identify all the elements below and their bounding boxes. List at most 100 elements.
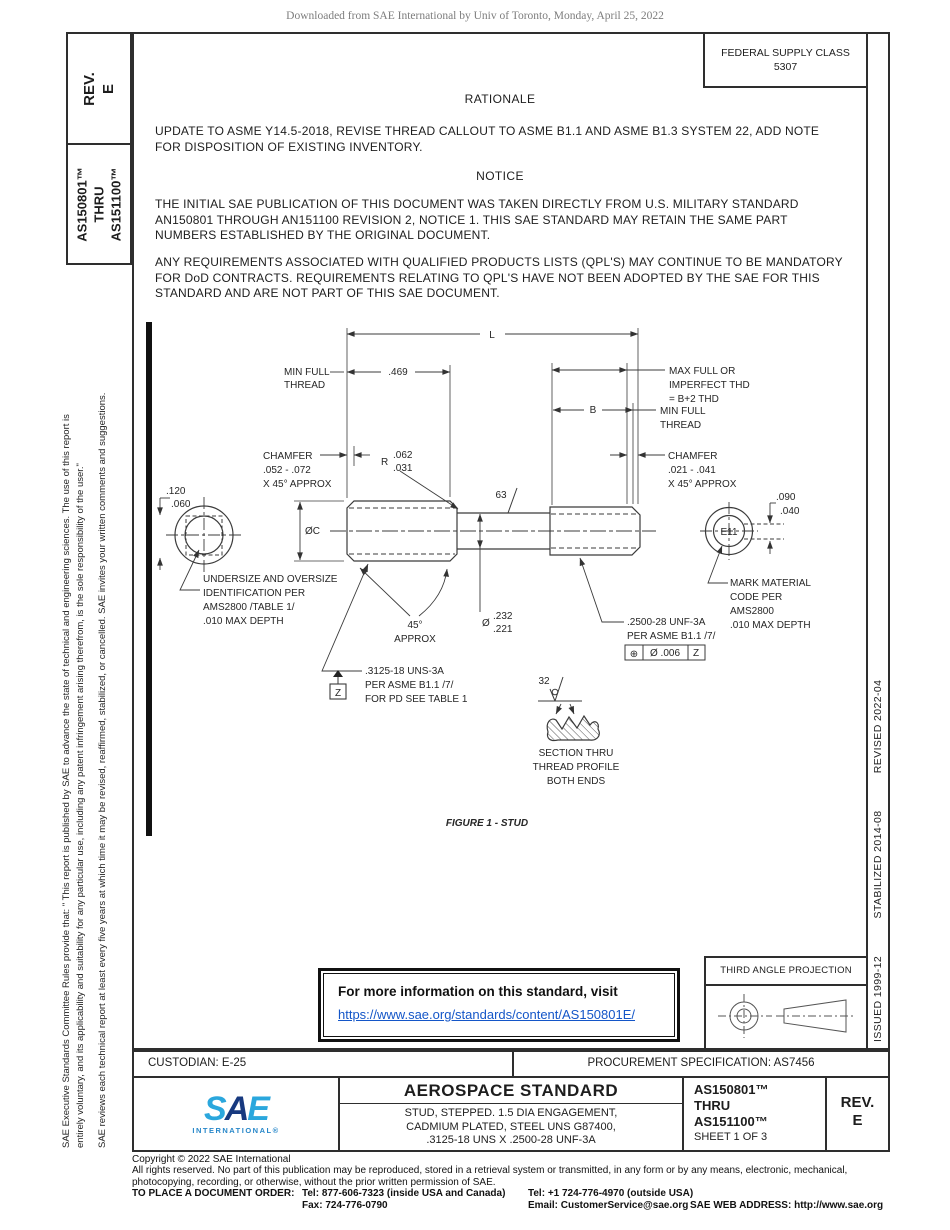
web-address-line: SAE WEB ADDRESS: http://www.sae.org — [690, 1200, 884, 1211]
title-block: SAE INTERNATIONAL® AEROSPACE STANDARD ST… — [132, 1076, 890, 1152]
info-box-text: For more information on this standard, v… — [338, 984, 618, 999]
left-disclaimer-text: SAE Executive Standards Committee Rules … — [61, 414, 86, 1148]
notice-para-2: ANY REQUIREMENTS ASSOCIATED WITH QUALIFI… — [155, 255, 843, 300]
rev-cell: REV. E — [825, 1078, 888, 1150]
radius-val-1: .062 — [393, 450, 413, 461]
sae-logo-cell: SAE INTERNATIONAL® — [134, 1078, 338, 1150]
thread-left-2: PER ASME B1.1 /7/ — [365, 680, 454, 691]
mark-code-4: .010 MAX DEPTH — [730, 620, 811, 631]
rev-label: REV. — [80, 71, 98, 106]
dim-L: L — [489, 330, 495, 341]
fcf-symbol: ⊕ — [630, 649, 638, 660]
min-full-right-2: THREAD — [660, 420, 701, 431]
revision-change-bar — [146, 322, 152, 836]
min-full-left-1: MIN FULL — [284, 367, 330, 378]
right-sidebar-frame — [866, 32, 890, 1050]
thread-right-1: .2500-28 UNF-3A — [627, 617, 706, 628]
standard-subtitle-3: .3125-18 UNS X .2500-28 UNF-3A — [426, 1134, 596, 1146]
sae-logo-letter-a: A — [224, 1090, 250, 1128]
federal-supply-class-box: FEDERAL SUPPLY CLASS 5307 — [703, 32, 868, 88]
thread-right-2: PER ASME B1.1 /7/ — [627, 631, 716, 642]
thread-profile-section — [546, 714, 600, 742]
tel-inside: Tel: 877-606-7323 (inside USA and Canada… — [302, 1188, 506, 1199]
angle-45-2: APPROX — [394, 634, 436, 645]
material-code-e11: E11 — [720, 527, 737, 538]
dim-040: .040 — [780, 506, 800, 517]
sae-logo-letter-s: S — [204, 1090, 227, 1128]
undersize-3: AMS2800 /TABLE 1/ — [203, 602, 295, 613]
chamfer-left-3: X 45° APPROX — [263, 479, 332, 490]
finish-63: 63 — [495, 490, 507, 501]
sae-logo-sub: INTERNATIONAL® — [192, 1126, 280, 1135]
standard-link[interactable]: https://www.sae.org/standards/content/AS… — [338, 1007, 636, 1022]
max-full-2: IMPERFECT THD — [669, 380, 750, 391]
dia-C: ØC — [305, 526, 320, 537]
left-review-note-text: SAE reviews each technical report at lea… — [97, 392, 108, 1148]
undersize-2: IDENTIFICATION PER — [203, 588, 305, 599]
sae-logo-letter-e: E — [247, 1090, 270, 1128]
rights-line: All rights reserved. No part of this pub… — [132, 1165, 848, 1188]
download-watermark: Downloaded from SAE International by Uni… — [286, 10, 664, 22]
chamfer-right-1: CHAMFER — [668, 451, 717, 462]
rev-box: REV. E — [66, 32, 132, 145]
doc-number-1: AS150801™ — [74, 166, 90, 242]
doc-number-thru: THRU — [91, 185, 107, 223]
mark-code-3: AMS2800 — [730, 606, 774, 617]
procurement-cell: PROCUREMENT SPECIFICATION: AS7456 — [512, 1052, 888, 1076]
chamfer-left-2: .052 - .072 — [263, 465, 311, 476]
standard-subtitle-2: CADMIUM PLATED, STEEL UNS G87400, — [406, 1120, 616, 1133]
chamfer-right-3: X 45° APPROX — [668, 479, 737, 490]
radius-r: R — [381, 457, 388, 468]
right-status-text: ISSUED 1999-12 STABILIZED 2014-08 REVISE… — [872, 680, 884, 1042]
stud-engineering-drawing: L .469 MIN FULL THREAD MAX FULL OR IMPER… — [146, 322, 811, 836]
email-line: Email: CustomerService@sae.org — [528, 1200, 689, 1211]
main-content-frame — [132, 32, 868, 1050]
thread-left-3: FOR PD SEE TABLE 1 — [365, 694, 468, 705]
issued-date: ISSUED 1999-12 — [872, 955, 884, 1042]
sae-logo: SAE — [204, 1090, 270, 1128]
mark-code-1: MARK MATERIAL — [730, 578, 811, 589]
chamfer-right-2: .021 - .041 — [668, 465, 716, 476]
tel-outside: Tel: +1 724-776-4970 (outside USA) — [528, 1188, 694, 1199]
min-full-right-1: MIN FULL — [660, 406, 706, 417]
finish-32: 32 — [538, 676, 550, 687]
federal-supply-class-value: 5307 — [773, 61, 798, 73]
section-note-2: THREAD PROFILE — [533, 762, 620, 773]
revised-date: REVISED 2022-04 — [872, 679, 884, 774]
dia-val-1: .232 — [493, 611, 513, 622]
standard-subtitle-1: STUD, STEPPED. 1.5 DIA ENGAGEMENT, — [404, 1107, 618, 1119]
chamfer-left-1: CHAMFER — [263, 451, 312, 462]
standard-title-cell: AEROSPACE STANDARD STUD, STEPPED. 1.5 DI… — [338, 1078, 682, 1150]
projection-box: THIRD ANGLE PROJECTION — [704, 956, 868, 1050]
dia-val-2: .221 — [493, 624, 513, 635]
sheet-number: SHEET 1 OF 3 — [694, 1131, 768, 1143]
fcf-datum: Z — [693, 648, 699, 659]
projection-title: THIRD ANGLE PROJECTION — [706, 958, 866, 986]
undersize-4: .010 MAX DEPTH — [203, 616, 284, 627]
dim-120: .120 — [166, 486, 186, 497]
stud-small-section — [549, 506, 641, 556]
max-full-3: = B+2 THD — [669, 394, 719, 405]
third-angle-projection-symbol — [718, 994, 856, 1038]
dim-060: .060 — [171, 499, 191, 510]
figure-caption: FIGURE 1 - STUD — [446, 818, 528, 829]
notice-heading: NOTICE — [476, 169, 524, 183]
dim-469: .469 — [388, 367, 408, 378]
rev-cell-label: REV. — [840, 1094, 875, 1111]
rationale-body: UPDATE TO ASME Y14.5-2018, REVISE THREAD… — [155, 124, 820, 154]
datum-z-label: Z — [335, 688, 341, 699]
rev-cell-value: E — [852, 1112, 863, 1129]
min-full-left-2: THREAD — [284, 380, 325, 391]
document-number-thru: THRU — [694, 1098, 731, 1113]
angle-45-1: 45° — [407, 620, 422, 631]
custodian-cell: CUSTODIAN: E-25 — [148, 1057, 247, 1069]
document-number-2: AS151100™ — [694, 1114, 768, 1129]
fcf-tolerance: Ø .006 — [650, 648, 680, 659]
radius-val-2: .031 — [393, 463, 413, 474]
doc-number-2: AS151100™ — [108, 167, 124, 241]
fax-line: Fax: 724-776-0790 — [302, 1200, 388, 1211]
info-box: For more information on this standard, v… — [318, 968, 680, 1042]
doc-number-box: AS150801™ THRU AS151100™ — [66, 143, 132, 265]
dia-sym: Ø — [482, 618, 490, 629]
